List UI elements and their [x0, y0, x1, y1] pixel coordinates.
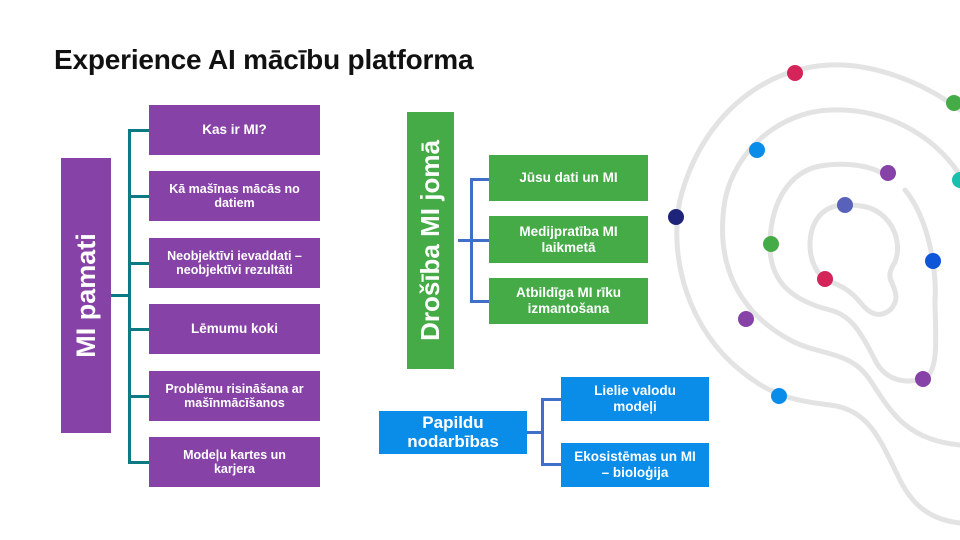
- dot-blue-right: [925, 253, 941, 269]
- connector-branch: [128, 262, 149, 265]
- topic-item[interactable]: Kas ir MI?: [149, 105, 320, 155]
- connector-branch: [128, 129, 149, 132]
- dot-blue-lower: [771, 388, 787, 404]
- page-title: Experience AI mācību platforma: [54, 44, 474, 75]
- spiral-path-third: [767, 161, 939, 384]
- topic-item[interactable]: Lielie valodu modeļi: [561, 377, 709, 421]
- dot-green-mid: [763, 236, 779, 252]
- dot-purple-left: [738, 311, 754, 327]
- connector-branch: [128, 395, 149, 398]
- dot-purple-lower: [915, 371, 931, 387]
- dot-navy-left: [668, 209, 684, 225]
- connector-stem: [458, 239, 472, 242]
- spiral-path-second: [720, 107, 960, 448]
- dot-blue-left: [749, 142, 765, 158]
- topic-item[interactable]: Atbildīga MI rīku izmantošana: [489, 278, 648, 324]
- dot-indigo-inner: [837, 197, 853, 213]
- dot-red-top: [787, 65, 803, 81]
- topic-item[interactable]: Medijpratība MI laikmetā: [489, 216, 648, 263]
- connector-branch: [470, 300, 489, 303]
- dot-teal-right: [952, 172, 960, 188]
- connector-branch: [541, 463, 561, 466]
- connector-branch: [128, 195, 149, 198]
- topic-item[interactable]: Jūsu dati un MI: [489, 155, 648, 201]
- topic-item[interactable]: Modeļu kartes un karjera: [149, 437, 320, 487]
- topic-item[interactable]: Kā mašīnas mācās no datiem: [149, 171, 320, 221]
- topic-item[interactable]: Ekosistēmas un MI – bioloģija: [561, 443, 709, 487]
- spiral-path-outer: [674, 62, 960, 526]
- topic-item[interactable]: Lēmumu koki: [149, 304, 320, 354]
- group-label-box[interactable]: MI pamati: [61, 158, 111, 433]
- connector-spine: [128, 129, 131, 463]
- dot-purple-upper: [880, 165, 896, 181]
- spiral-path-inner: [807, 202, 901, 317]
- group-label-box[interactable]: Papildu nodarbības: [379, 411, 527, 454]
- group-label: Drošība MI jomā: [415, 140, 446, 341]
- connector-branch: [128, 328, 149, 331]
- topic-item[interactable]: Problēmu risināšana ar mašīnmācīšanos: [149, 371, 320, 421]
- group-label: MI pamati: [70, 233, 101, 358]
- connector-branch: [128, 461, 149, 464]
- connector-branch: [470, 178, 489, 181]
- connector-spine: [541, 398, 544, 465]
- connector-branch: [541, 398, 561, 401]
- dot-green-right: [946, 95, 960, 111]
- dot-red-inner: [817, 271, 833, 287]
- connector-stem: [111, 294, 130, 297]
- topic-item[interactable]: Neobjektīvi ievaddati – neobjektīvi rezu…: [149, 238, 320, 288]
- connector-stem: [527, 431, 543, 434]
- connector-branch: [470, 239, 489, 242]
- group-label-box[interactable]: Drošība MI jomā: [407, 112, 454, 369]
